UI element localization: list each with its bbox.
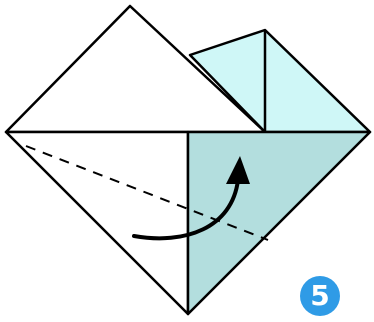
step-number-badge: 5 [300, 276, 340, 316]
bottom-left-panel [6, 132, 188, 314]
